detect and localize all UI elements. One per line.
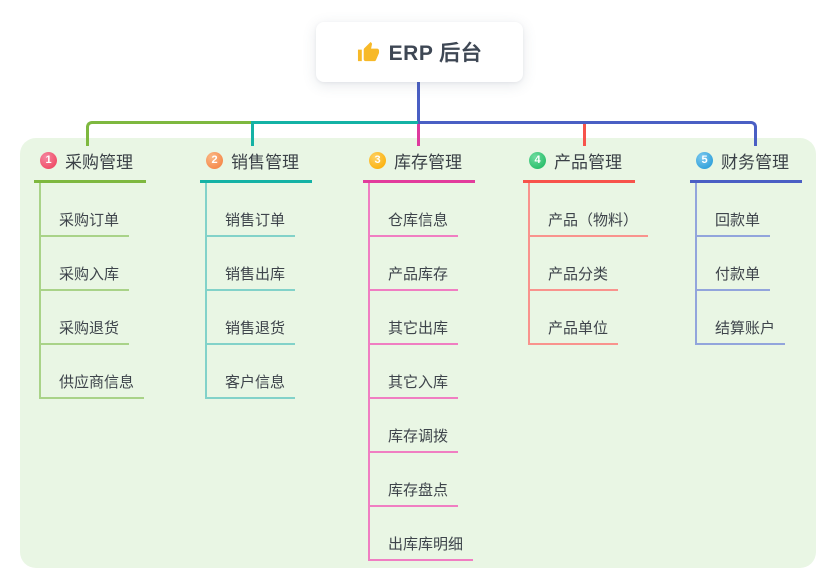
node-sales-return[interactable]: 销售退货 [207,319,296,345]
branch-product: 4 产品管理 产品（物料） 产品分类 产品单位 [523,146,649,345]
list-item: 产品单位 [530,291,648,345]
list-item: 付款单 [697,237,802,291]
node-purchase-return[interactable]: 采购退货 [41,319,130,345]
branch-node-sales[interactable]: 2 销售管理 [200,146,312,183]
node-purchase-order[interactable]: 采购订单 [41,211,130,237]
branch-items-finance: 回款单 付款单 结算账户 [695,183,802,345]
branch-purchase: 1 采购管理 采购订单 采购入库 采购退货 供应商信息 [34,146,146,399]
branch-label: 采购管理 [65,153,133,172]
badge-4: 4 [529,152,546,169]
list-item: 回款单 [697,183,802,237]
node-product-material[interactable]: 产品（物料） [530,211,649,237]
node-sales-order[interactable]: 销售订单 [207,211,296,237]
node-customer-info[interactable]: 客户信息 [207,373,296,399]
node-other-outbound[interactable]: 其它出库 [370,319,459,345]
node-product-unit[interactable]: 产品单位 [530,319,619,345]
list-item: 仓库信息 [370,183,475,237]
list-item: 结算账户 [697,291,802,345]
node-outbound-detail[interactable]: 出库库明细 [370,535,474,561]
badge-1: 1 [40,152,57,169]
branch-items-inventory: 仓库信息 产品库存 其它出库 其它入库 库存调拨 库存盘点 出库库明细 [368,183,475,561]
branch-label: 财务管理 [721,153,789,172]
node-other-inbound[interactable]: 其它入库 [370,373,459,399]
branch-inventory: 3 库存管理 仓库信息 产品库存 其它出库 其它入库 库存调拨 库存盘点 出库库… [363,146,475,561]
list-item: 库存盘点 [370,453,475,507]
list-item: 产品分类 [530,237,648,291]
branch-node-purchase[interactable]: 1 采购管理 [34,146,146,183]
list-item: 采购退货 [41,291,146,345]
node-stock-taking[interactable]: 库存盘点 [370,481,459,507]
list-item: 销售订单 [207,183,312,237]
list-item: 采购入库 [41,237,146,291]
branch-label: 库存管理 [394,153,462,172]
node-payment-bill[interactable]: 付款单 [697,265,771,291]
list-item: 客户信息 [207,345,312,399]
node-supplier-info[interactable]: 供应商信息 [41,373,145,399]
node-receipt-bill[interactable]: 回款单 [697,211,771,237]
branch-node-product[interactable]: 4 产品管理 [523,146,635,183]
list-item: 出库库明细 [370,507,475,561]
branch-items-sales: 销售订单 销售出库 销售退货 客户信息 [205,183,312,399]
connector-root-stem [417,81,420,122]
list-item: 其它入库 [370,345,475,399]
branches-panel [20,138,816,568]
branch-items-purchase: 采购订单 采购入库 采购退货 供应商信息 [39,183,146,399]
list-item: 库存调拨 [370,399,475,453]
node-product-stock[interactable]: 产品库存 [370,265,459,291]
branch-label: 销售管理 [231,153,299,172]
root-node[interactable]: ERP 后台 [316,22,523,82]
branch-node-finance[interactable]: 5 财务管理 [690,146,802,183]
list-item: 销售出库 [207,237,312,291]
badge-3: 3 [369,152,386,169]
node-product-category[interactable]: 产品分类 [530,265,619,291]
branch-label: 产品管理 [554,153,622,172]
list-item: 销售退货 [207,291,312,345]
branch-finance: 5 财务管理 回款单 付款单 结算账户 [690,146,802,345]
list-item: 其它出库 [370,291,475,345]
root-title: ERP 后台 [388,42,483,65]
badge-5: 5 [696,152,713,169]
list-item: 供应商信息 [41,345,146,399]
branch-sales: 2 销售管理 销售订单 销售出库 销售退货 客户信息 [200,146,312,399]
node-sales-outbound[interactable]: 销售出库 [207,265,296,291]
node-warehouse-info[interactable]: 仓库信息 [370,211,459,237]
branch-items-product: 产品（物料） 产品分类 产品单位 [528,183,649,345]
branch-node-inventory[interactable]: 3 库存管理 [363,146,475,183]
node-settlement-account[interactable]: 结算账户 [697,319,786,345]
list-item: 采购订单 [41,183,146,237]
list-item: 产品库存 [370,237,475,291]
thumbs-up-icon [357,41,380,64]
list-item: 产品（物料） [530,183,649,237]
node-stock-transfer[interactable]: 库存调拨 [370,427,459,453]
badge-2: 2 [206,152,223,169]
node-purchase-inbound[interactable]: 采购入库 [41,265,130,291]
